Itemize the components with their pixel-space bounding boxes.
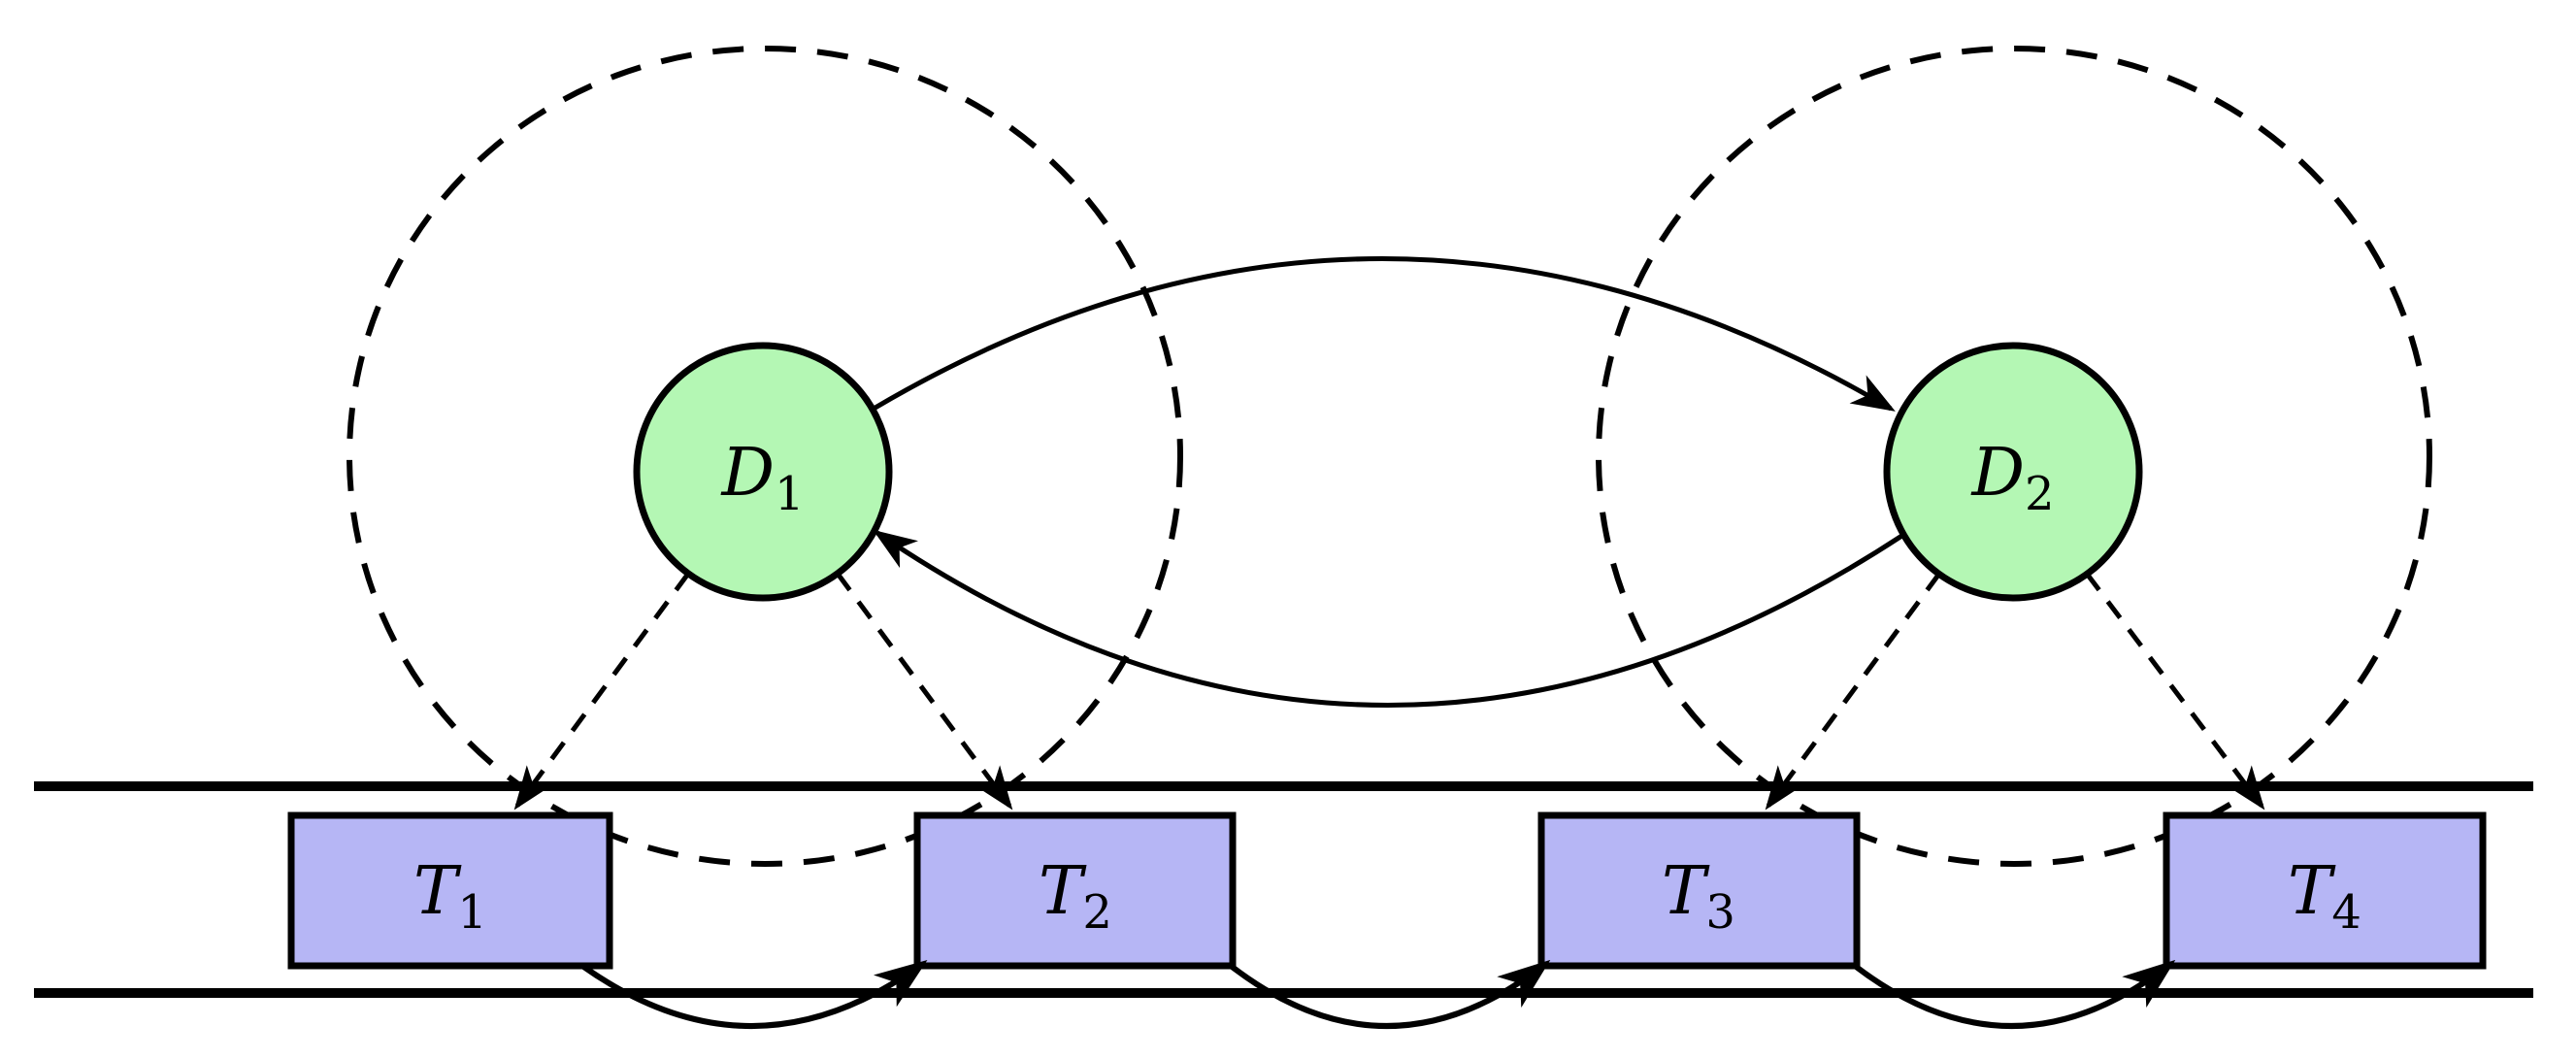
- arrow-d2-to-d1: [873, 529, 1905, 708]
- task-label-t4-base: T: [2288, 853, 2336, 930]
- task-label-t2-sub: 2: [1082, 885, 1112, 940]
- task-boxes: [287, 811, 2487, 970]
- assignment-arrow-d1-t1: [513, 572, 691, 811]
- device-node-d1: [633, 342, 893, 602]
- task-sequence-arcs: [580, 959, 2176, 1029]
- task-label-t2: T2: [1039, 853, 1112, 940]
- task-label-t1-base: T: [413, 853, 462, 930]
- assignment-arrow-d1-t2: [835, 572, 1013, 811]
- task-label-t2-base: T: [1039, 853, 1087, 930]
- task-label-t4: T4: [2288, 853, 2361, 940]
- rails: [34, 781, 2533, 998]
- arrow-d1-to-d2: [872, 256, 1896, 412]
- task-box-t4: [2163, 811, 2487, 970]
- task-label-t3: T3: [1662, 853, 1735, 940]
- device-label-d1-sub: 1: [775, 467, 805, 521]
- task-label-t3-sub: 3: [1705, 885, 1735, 940]
- assignment-arrow-d2-t4: [2085, 572, 2265, 811]
- device-label-d2-base: D: [1969, 435, 2025, 512]
- assignment-arrow-d2-t3: [1765, 572, 1942, 811]
- device-label-d1-base: D: [719, 435, 775, 512]
- task-box-t1: [287, 811, 613, 970]
- task-box-t2: [913, 811, 1237, 970]
- assignment-arrows: [513, 572, 2265, 811]
- sequence-arc-t2-t3: [1229, 959, 1551, 1029]
- task-label-t4-sub: 4: [2331, 885, 2361, 940]
- coverage-circle-d2: [1596, 46, 2432, 867]
- task-label-t1: T1: [413, 853, 487, 940]
- coverage-regions: [347, 46, 2432, 867]
- device-node-d2: [1883, 342, 2143, 602]
- task-label-t3-base: T: [1662, 853, 1710, 930]
- device-label-d1: D1: [719, 435, 804, 521]
- node-labels: D1 D2 T1 T2 T3 T4: [413, 435, 2361, 940]
- sequence-arc-t3-t4: [1853, 959, 2176, 1029]
- task-label-t1-sub: 1: [457, 885, 487, 940]
- coverage-circle-d1: [347, 46, 1183, 867]
- sequence-arc-t1-t2: [580, 960, 928, 1029]
- device-label-d2: D2: [1969, 435, 2054, 521]
- device-label-d2-sub: 2: [2025, 467, 2055, 521]
- device-link-arrows: [872, 256, 1905, 708]
- task-box-t3: [1537, 811, 1861, 970]
- device-nodes: [633, 342, 2143, 602]
